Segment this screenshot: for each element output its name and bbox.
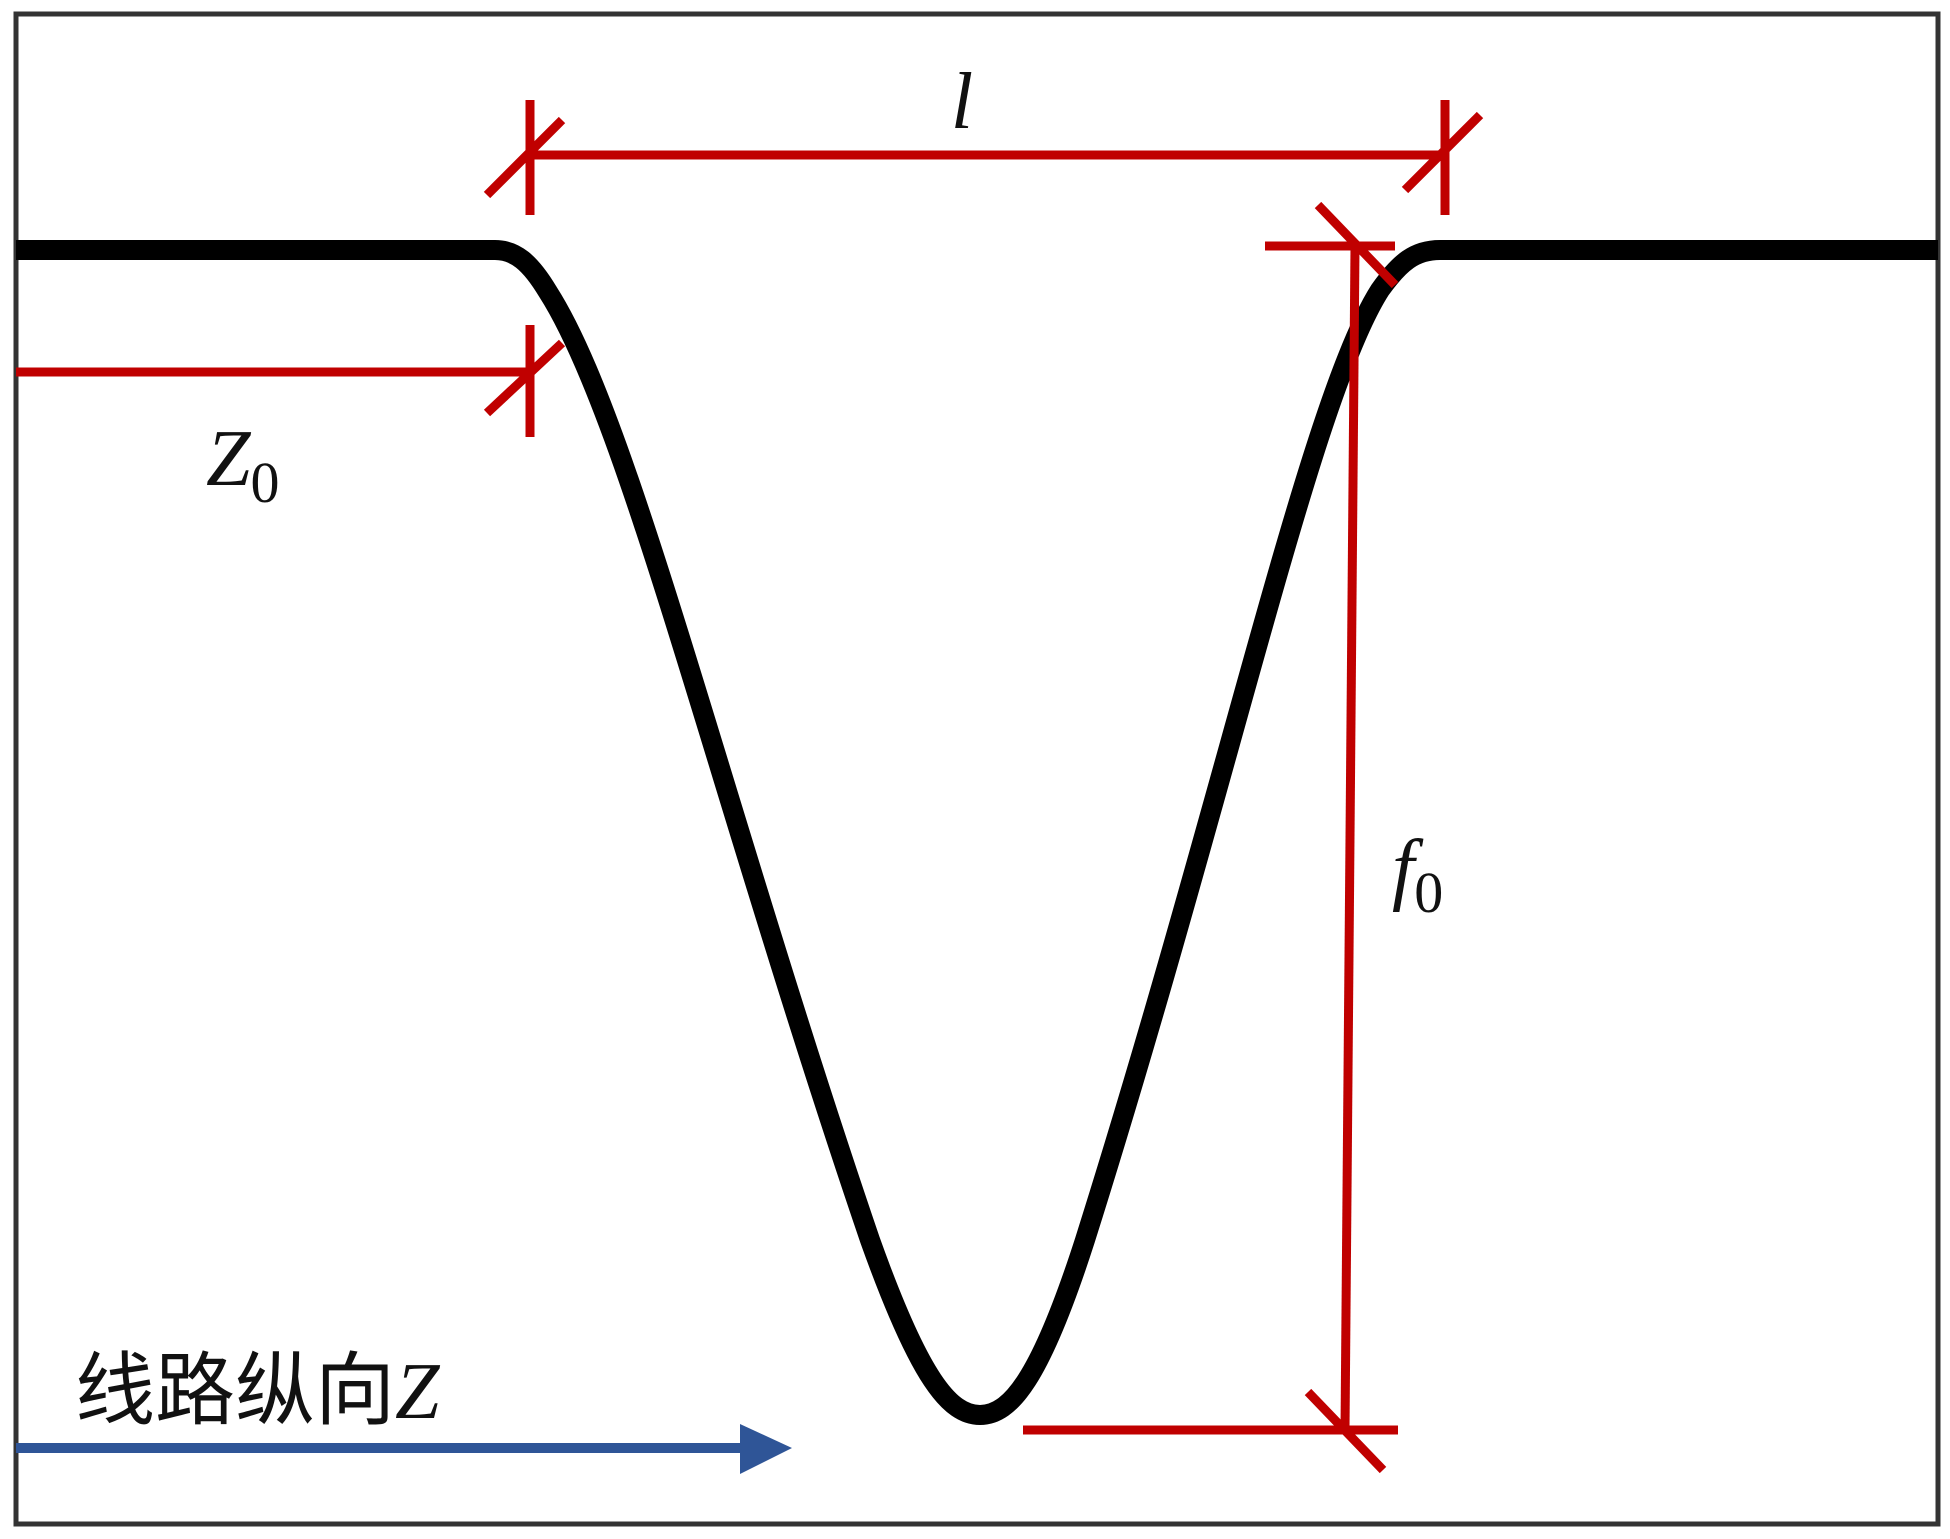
offset-slash bbox=[483, 339, 566, 417]
offset-dimension bbox=[16, 325, 566, 437]
length-label: l bbox=[951, 58, 973, 146]
length-left-slash bbox=[483, 116, 566, 199]
axis-arrow bbox=[16, 1424, 792, 1474]
figure-frame bbox=[13, 11, 1941, 1527]
length-right-slash bbox=[1401, 111, 1484, 194]
length-dimension bbox=[483, 100, 1484, 215]
depth-bottom-slash bbox=[1304, 1388, 1387, 1474]
axis-label: 线路纵向Z bbox=[75, 1344, 441, 1437]
depth-label: f0 bbox=[1392, 825, 1443, 925]
offset-label: Z0 bbox=[206, 415, 280, 515]
depth-dimension bbox=[1023, 201, 1399, 1474]
irregularity-curve bbox=[16, 240, 1938, 1425]
depth-top-slash bbox=[1314, 201, 1399, 289]
axis-arrow-head bbox=[740, 1424, 792, 1474]
depth-dimension-line bbox=[1340, 245, 1360, 1431]
